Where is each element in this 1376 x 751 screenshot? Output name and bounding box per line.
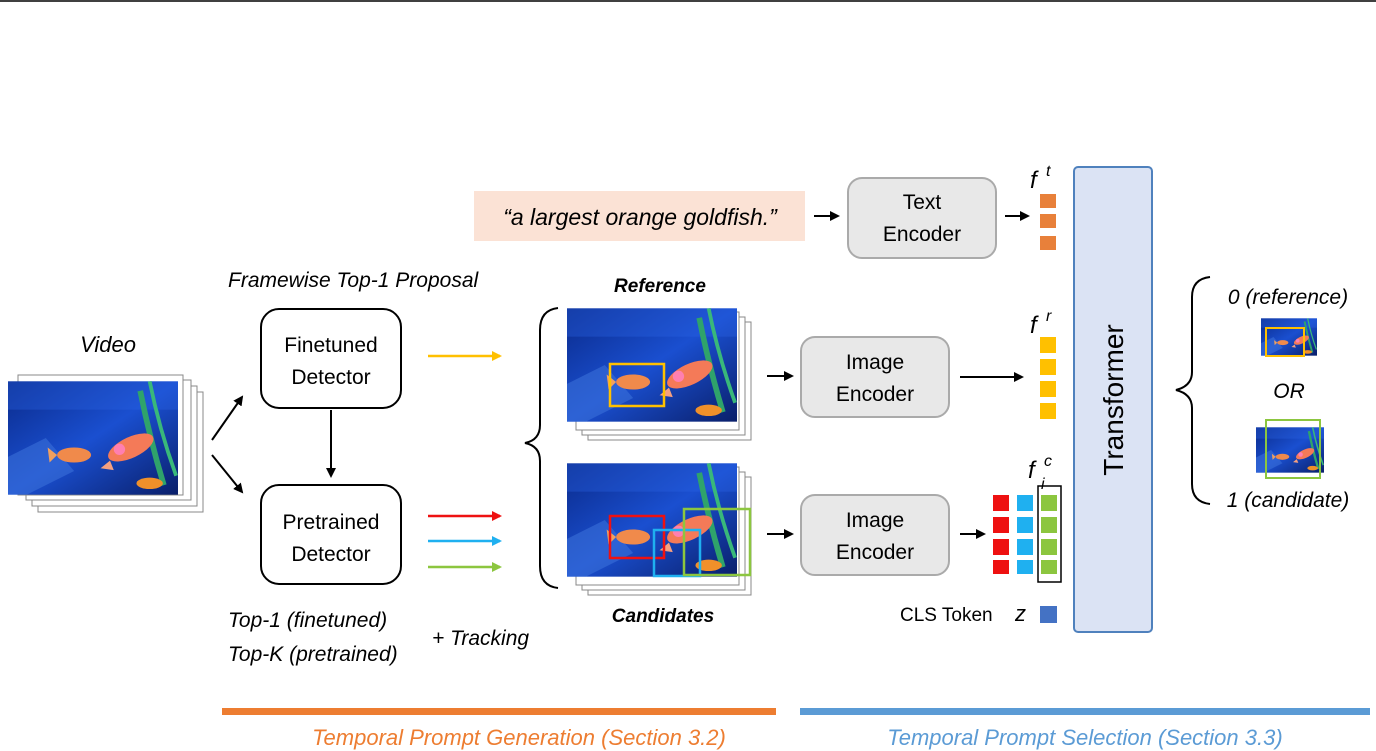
image-encoder-ref-line1: Image — [846, 351, 904, 374]
reference-feature-tokens — [1040, 337, 1056, 419]
arrow-video-pretrained — [211, 454, 244, 494]
fc-superscript: c — [1044, 453, 1052, 470]
framewise-label: Framewise Top-1 Proposal — [228, 269, 479, 292]
left-brace-icon — [524, 307, 559, 589]
video-frames-image — [8, 374, 204, 513]
section-generation-label: Temporal Prompt Generation (Section 3.2) — [312, 725, 726, 750]
transformer-label: Transformer — [1098, 324, 1129, 475]
output-reference-label: 0 (reference) — [1228, 286, 1348, 309]
video-label: Video — [80, 332, 136, 357]
cls-token-label: CLS Token — [900, 605, 993, 626]
finetuned-detector-box: Finetuned Detector — [260, 308, 402, 409]
reference-frames-image — [567, 308, 752, 441]
fc-subscript: i — [1041, 476, 1045, 493]
section-selection-label: Temporal Prompt Selection (Section 3.3) — [887, 725, 1282, 750]
top1-label: Top-1 (finetuned) — [228, 609, 387, 632]
pretrained-detector-box: Pretrained Detector — [260, 484, 402, 585]
transformer-box: Transformer — [1073, 166, 1153, 633]
z-symbol: z — [1014, 601, 1026, 626]
text-encoder-box: Text Encoder — [847, 177, 997, 259]
image-encoder-cand-line2: Encoder — [836, 541, 914, 564]
reference-label: Reference — [614, 276, 706, 297]
ft-superscript: t — [1046, 163, 1051, 180]
cls-token-square — [1040, 606, 1057, 623]
candidate-feature-tokens — [993, 485, 1062, 583]
candidates-label: Candidates — [612, 606, 714, 627]
fc-symbol: f — [1028, 457, 1037, 484]
pretrained-line1: Pretrained — [283, 511, 380, 534]
finetuned-line2: Detector — [291, 366, 370, 389]
output-reference-thumbnail — [1261, 317, 1317, 357]
query-text: “a largest orange goldfish.” — [503, 204, 778, 230]
image-encoder-ref-line2: Encoder — [836, 383, 914, 406]
output-candidate-thumbnail — [1256, 419, 1324, 479]
finetuned-line1: Finetuned — [284, 334, 377, 357]
right-brace-icon — [1175, 276, 1211, 505]
pretrained-line2: Detector — [291, 543, 370, 566]
arrow-video-finetuned — [211, 395, 244, 441]
output-candidate-label: 1 (candidate) — [1227, 489, 1350, 512]
image-encoder-cand-box: Image Encoder — [800, 494, 950, 576]
image-encoder-ref-box: Image Encoder — [800, 336, 950, 418]
fr-superscript: r — [1046, 308, 1052, 325]
query-text-box: “a largest orange goldfish.” — [474, 191, 805, 241]
output-or-label: OR — [1273, 380, 1305, 403]
text-encoder-line2: Encoder — [883, 223, 961, 246]
image-encoder-cand-line1: Image — [846, 509, 904, 532]
candidate-frames-image — [567, 463, 752, 596]
text-encoder-line1: Text — [903, 191, 942, 214]
fr-symbol: f — [1030, 312, 1039, 339]
ft-symbol: f — [1030, 167, 1039, 194]
section-selection-bar — [800, 708, 1370, 715]
topk-label: Top-K (pretrained) — [228, 643, 398, 666]
text-feature-tokens — [1040, 194, 1056, 250]
section-generation-bar — [222, 708, 776, 715]
tracking-label: + Tracking — [432, 627, 529, 650]
